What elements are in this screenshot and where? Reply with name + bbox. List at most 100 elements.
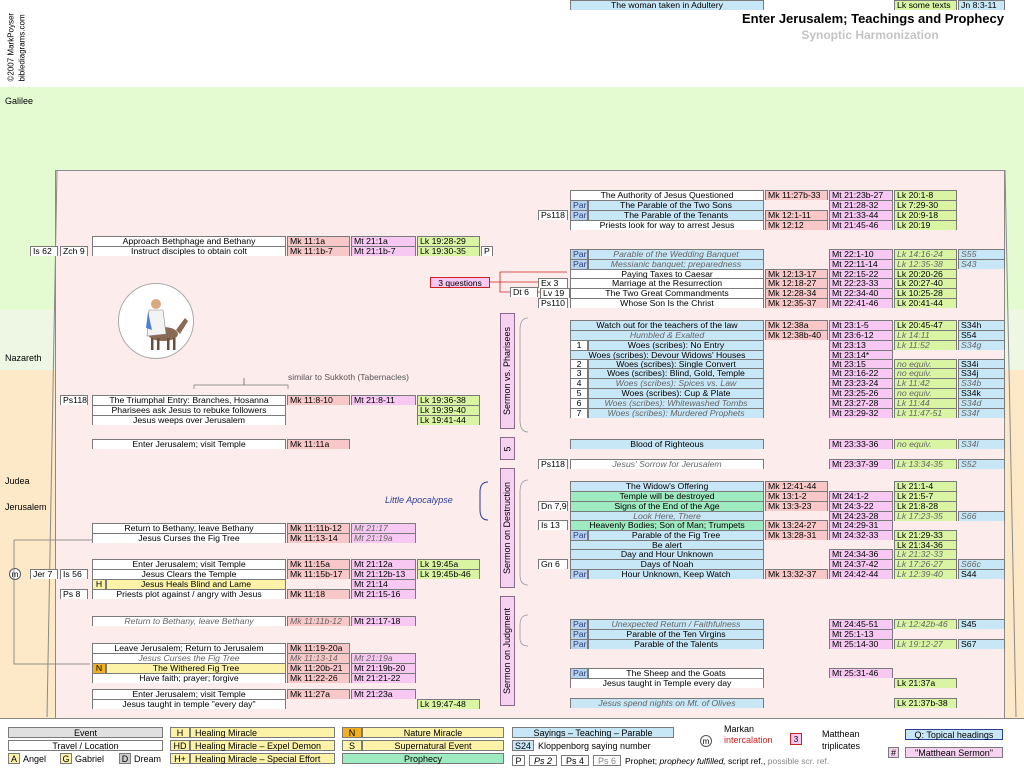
left-row-matthew: Mt 21:12b-13 — [351, 569, 416, 579]
right-row-luke: Lk 20:41-44 — [894, 298, 957, 308]
left-row-event: Leave Jerusalem; Return to Jerusalem — [92, 643, 286, 653]
right-row-matthew: Mt 25:31-46 — [829, 668, 893, 678]
left-row-luke: Lk 19:41-44 — [417, 415, 480, 425]
left-row-event: Jesus Heals Blind and Lame — [106, 579, 286, 589]
right-row-mark: Mk 12:12 — [765, 220, 828, 230]
legend-gabriel: Gabriel — [75, 754, 105, 764]
left-row-event: Enter Jerusalem; visit Temple — [92, 439, 286, 449]
right-row-mark: Mk 12:1-11 — [765, 210, 828, 220]
little-apocalypse-label: Little Apocalypse — [385, 495, 453, 505]
right-row-luke: Lk 21:8-28 — [894, 501, 957, 511]
legend-hd: Healing Miracle – Expel Demon — [190, 740, 335, 751]
right-row-saying-number: S67 — [958, 639, 1005, 649]
right-row-mark: Mk 12:35-37 — [765, 298, 828, 308]
left-row-mark: Mk 11:22-26 — [287, 673, 350, 683]
right-row-luke: Lk 21:1-4 — [894, 481, 957, 491]
right-row-tag: 2 — [570, 359, 588, 369]
legend-ps6: Ps 6 — [593, 755, 621, 766]
right-row-tag: 4 — [570, 378, 588, 388]
right-row-mark: Mk 12:18-27 — [765, 278, 828, 288]
right-row-saying-number: S45 — [958, 619, 1005, 629]
right-row-event: Woes (scribes): Blind, Gold, Temple — [588, 368, 764, 378]
left-row-scripture-ref: Jer 7 — [30, 569, 58, 579]
legend-angel: Angel — [23, 754, 47, 764]
right-row-scripture-ref: Ex 3 — [538, 278, 568, 288]
left-row-event: Jesus taught in temple "every day" — [92, 699, 286, 709]
right-row-event: The woman taken in Adultery — [570, 0, 764, 10]
legend-three-key: 3 — [790, 733, 802, 745]
sermon-pharisees-label: Sermon vs. Pharisees — [500, 313, 515, 429]
left-row-event: Enter Jerusalem; visit Temple — [92, 689, 286, 699]
right-row-luke: no equiv. — [894, 368, 957, 378]
right-row-matthew: Mt 23:33-36 — [829, 439, 893, 449]
right-row-matthew: Mt 25:1-13 — [829, 629, 893, 639]
right-row-luke: Lk 14:16-24 — [894, 249, 957, 259]
legend-ps4: Ps 4 — [561, 755, 589, 766]
right-row-matthew: Mt 23:27-28 — [829, 398, 893, 408]
right-row-matthew: Mt 25:14-30 — [829, 639, 893, 649]
right-row-mark: Mk 12:38b-40 — [765, 330, 828, 340]
legend-prophet-note: Prophet; prophecy fulfilled, script ref.… — [625, 756, 829, 766]
right-row-luke: Lk 11:52 — [894, 340, 957, 350]
right-row-tag: Par — [570, 629, 588, 639]
right-row-event: Look Here, There — [570, 511, 764, 521]
left-row-luke: Lk 19:45b-46 — [417, 569, 480, 579]
right-row-luke: Lk 21:34-36 — [894, 540, 957, 550]
legend-matthean-sermon: "Matthean Sermon" — [905, 747, 1003, 758]
left-row-scripture-ref: Ps118 — [60, 395, 88, 405]
right-row-saying-number: S34f — [958, 408, 1005, 418]
right-row-saying-number: S44 — [958, 569, 1005, 579]
right-row-luke: Lk 12:39-40 — [894, 569, 957, 579]
right-row-saying-number: S66c — [958, 559, 1005, 569]
right-row-saying-number: S54 — [958, 330, 1005, 340]
right-row-event: Day and Hour Unknown — [570, 549, 764, 559]
left-row-mark: Mk 11:27a — [287, 689, 350, 699]
right-row-matthew: Mt 22:11-14 — [829, 259, 893, 269]
left-row-matthew: Mt 21:17 — [351, 523, 416, 533]
right-row-event: The Sheep and the Goats — [588, 668, 764, 678]
left-row-event: Have faith; prayer; forgive — [92, 673, 286, 683]
right-row-saying-number: S34i — [958, 359, 1005, 369]
left-row-event: Enter Jerusalem; visit Temple — [92, 559, 286, 569]
right-row-luke: Lk 7:29-30 — [894, 200, 957, 210]
right-row-event: The Parable of the Tenants — [588, 210, 764, 220]
right-row-matthew: Mt 24:34-36 — [829, 549, 893, 559]
right-row-scripture-ref: Dn 7,9 — [538, 501, 568, 511]
right-row-mark: Mk 12:13-17 — [765, 269, 828, 279]
right-row-event: Jesus' Sorrow for Jerusalem — [570, 459, 764, 469]
right-row-matthew: Mt 24:45-51 — [829, 619, 893, 629]
right-row-luke: Lk 21:32-33 — [894, 549, 957, 559]
right-row-saying-number: S34h — [958, 320, 1005, 330]
right-row-event: Priests look for way to arrest Jesus — [570, 220, 764, 230]
right-row-saying-number: S34g — [958, 340, 1005, 350]
sermon-judgment-label: Sermon on Judgment — [500, 596, 515, 706]
left-row-mark: Mk 11:19-20a — [287, 643, 350, 653]
right-row-scripture-ref: Ps118 — [538, 210, 568, 220]
left-row-event: Approach Bethphage and Bethany — [92, 236, 286, 246]
right-row-event: Humbled & Exalted — [570, 330, 764, 340]
left-row-scripture-ref: Ps 8 — [60, 589, 88, 599]
left-row-event: Pharisees ask Jesus to rebuke followers — [92, 405, 286, 415]
left-row-matthew: Mt 21:17-18 — [351, 616, 416, 626]
right-row-luke: Lk 10:25-28 — [894, 288, 957, 298]
right-row-event: Woes (scribes): Cup & Plate — [588, 388, 764, 398]
markan-intercalation-marker: m — [9, 568, 21, 580]
legend-ps2: Ps 2 — [529, 755, 557, 766]
right-row-tag: Par — [570, 619, 588, 629]
left-row-tag: H — [92, 579, 106, 589]
left-row-matthew: Mt 21:23a — [351, 689, 416, 699]
right-row-saying-number: S43 — [958, 259, 1005, 269]
right-row-saying-number: S55 — [958, 249, 1005, 259]
right-row-saying-number: S52 — [958, 459, 1005, 469]
left-row-luke: Lk 19:28-29 — [417, 236, 480, 246]
right-row-luke: Lk 20:1-8 — [894, 190, 957, 200]
right-row-matthew: Mt 23:29-32 — [829, 408, 893, 418]
right-row-matthew: Mt 24:37-42 — [829, 559, 893, 569]
legend-prophet: Prophet; — [625, 756, 658, 766]
legend-s24: Kloppenborg saying number — [538, 741, 651, 751]
right-row-luke: no equiv. — [894, 388, 957, 398]
right-row-scripture-ref: Ps110 — [538, 298, 568, 308]
right-row-matthew: Mt 22:34-40 — [829, 288, 893, 298]
left-row-matthew: Mt 21:19a — [351, 653, 416, 663]
label-jerusalem: Jerusalem — [5, 502, 47, 512]
